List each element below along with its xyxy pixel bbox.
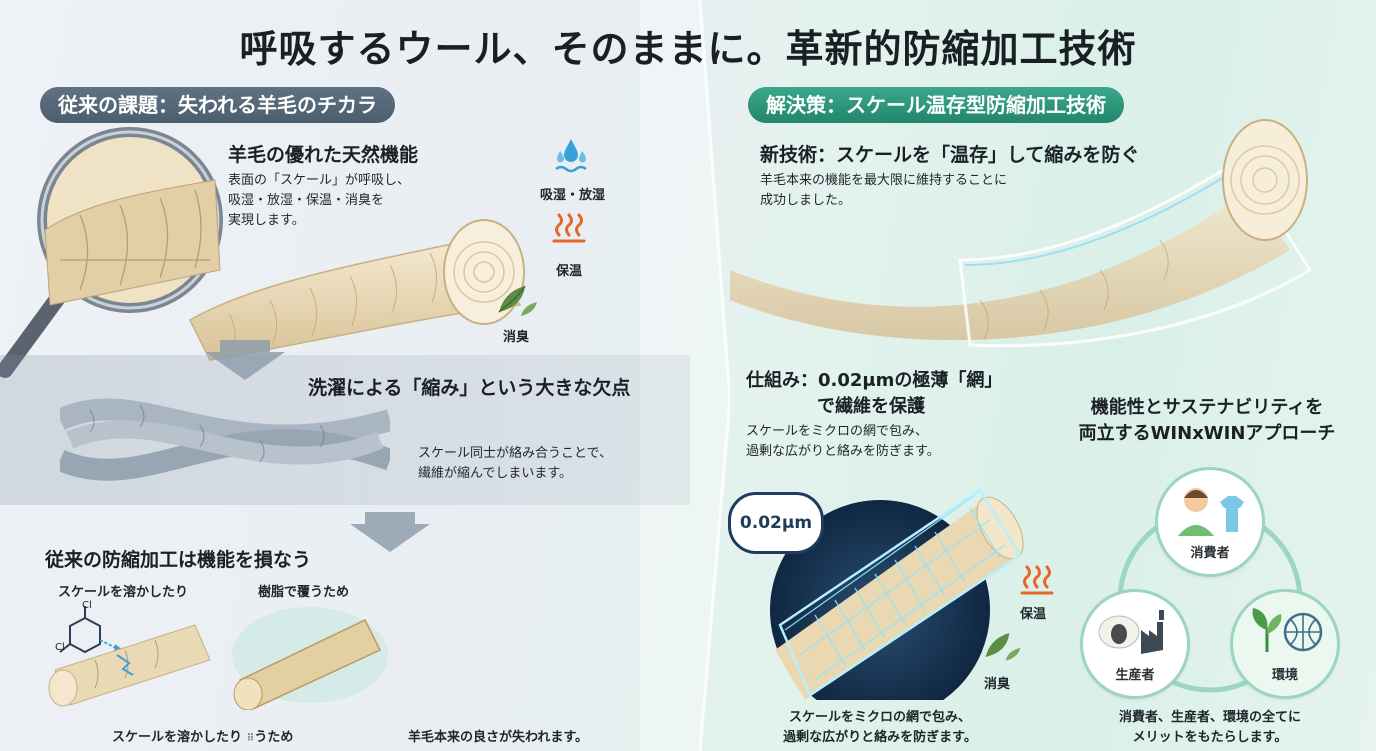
winwin-caption-line: 消費者、生産者、環境の全てに [1118,710,1301,725]
shrink-heading: 洗濯による「縮み」という大きな欠点 [308,377,631,399]
protected-fiber-illustration [730,119,1313,348]
winwin-heading-line: 両立するWINxWINアプローチ [1078,423,1336,444]
label-absorb: 吸湿・放湿 [540,188,606,203]
leaf-icon [985,633,1021,661]
natural-desc-line: 吸湿・放湿・保温・消臭を [228,193,385,208]
caption-lost-quality: 羊毛本来の良さが失われます。 [408,730,589,745]
natural-function-heading: 羊毛の優れた天然機能 [228,144,419,166]
dissolved-fiber-illustration [48,624,211,707]
tshirt-icon [1220,496,1244,532]
left-section-pill: 従来の課題：失われる羊毛のチカラ [40,87,395,123]
winwin-caption-line: メリットをもたらします。 [1132,730,1288,745]
magnifier-icon [0,127,223,378]
section-divider [640,0,730,751]
consumer-label: 消費者 [1190,546,1230,561]
method-dissolve-label: スケールを溶かしたり [58,585,189,600]
natural-desc-line: 表面の「スケール」が呼吸し、 [228,173,411,188]
mechanism-heading-line: で繊維を保護 [817,396,925,417]
label-warm-right: 保温 [1020,607,1047,622]
mechanism-desc-line: スケールをミクロの網で包み、 [746,424,929,439]
plant-icon [1252,608,1323,652]
chemical-structure-icon [59,606,123,654]
winwin-heading-line: 機能性とサステナビリティを [1090,397,1324,418]
conventional-heading: 従来の防縮加工は機能を損なう [45,549,312,571]
environment-node: 環境 [1233,592,1337,696]
water-drops-icon [555,139,587,173]
label-deodorize: 消臭 [503,330,530,345]
mechanism-caption-line: スケールをミクロの網で包み、 [788,710,971,725]
label-warm: 保温 [556,264,583,279]
new-tech-heading: 新技術：スケールを「温存」して縮みを防ぐ [760,144,1140,166]
leaf-icon [498,285,537,316]
environment-label: 環境 [1271,668,1298,683]
person-icon [1178,488,1244,536]
thickness-badge: 0.02μm [728,492,824,554]
new-tech-desc-line: 羊毛本来の機能を最大限に維持することに [760,173,1008,188]
sheep-icon [1098,610,1164,654]
producer-node: 生産者 [1083,592,1187,696]
new-tech-desc-line: 成功しました。 [760,193,852,208]
producer-label: 生産者 [1115,668,1155,683]
wool-fiber-illustration [189,219,525,361]
down-arrow-icon [205,340,285,380]
shrink-desc-line: 繊維が縮んでしまいます。 [418,466,573,481]
caption-dissolve: スケールを溶かしたり ⠿うため [112,730,294,745]
method-resin-label: 樹脂で覆うため [258,585,350,600]
natural-desc-line: 実現します。 [228,213,305,228]
nano-mesh-illustration [770,488,1024,700]
heat-waves-icon [552,213,586,243]
mechanism-heading-line: 仕組み：0.02μmの極薄「網」 [746,370,1003,391]
factory-icon [1141,622,1163,654]
right-section-pill: 解決策：スケール温存型防縮加工技術 [748,87,1124,123]
chem-label: Cl [82,600,92,611]
chem-label: Cl [55,642,65,653]
label-deodorize-right: 消臭 [984,677,1011,692]
consumer-node: 消費者 [1158,470,1262,574]
mechanism-caption-line: 過剰な広がりと絡みを防ぎます。 [783,730,977,745]
down-arrow-icon [350,512,430,552]
resin-coated-fiber-illustration [232,607,388,710]
tangled-fibers-illustration [60,398,390,481]
shrink-desc-line: スケール同士が絡み合うことで、 [418,446,613,461]
heat-waves-icon [1020,565,1054,595]
mechanism-desc-line: 過剰な広がりと絡みを防ぎます。 [746,444,940,459]
page-title: 呼吸するウール、そのままに。革新的防縮加工技術 [239,27,1137,71]
